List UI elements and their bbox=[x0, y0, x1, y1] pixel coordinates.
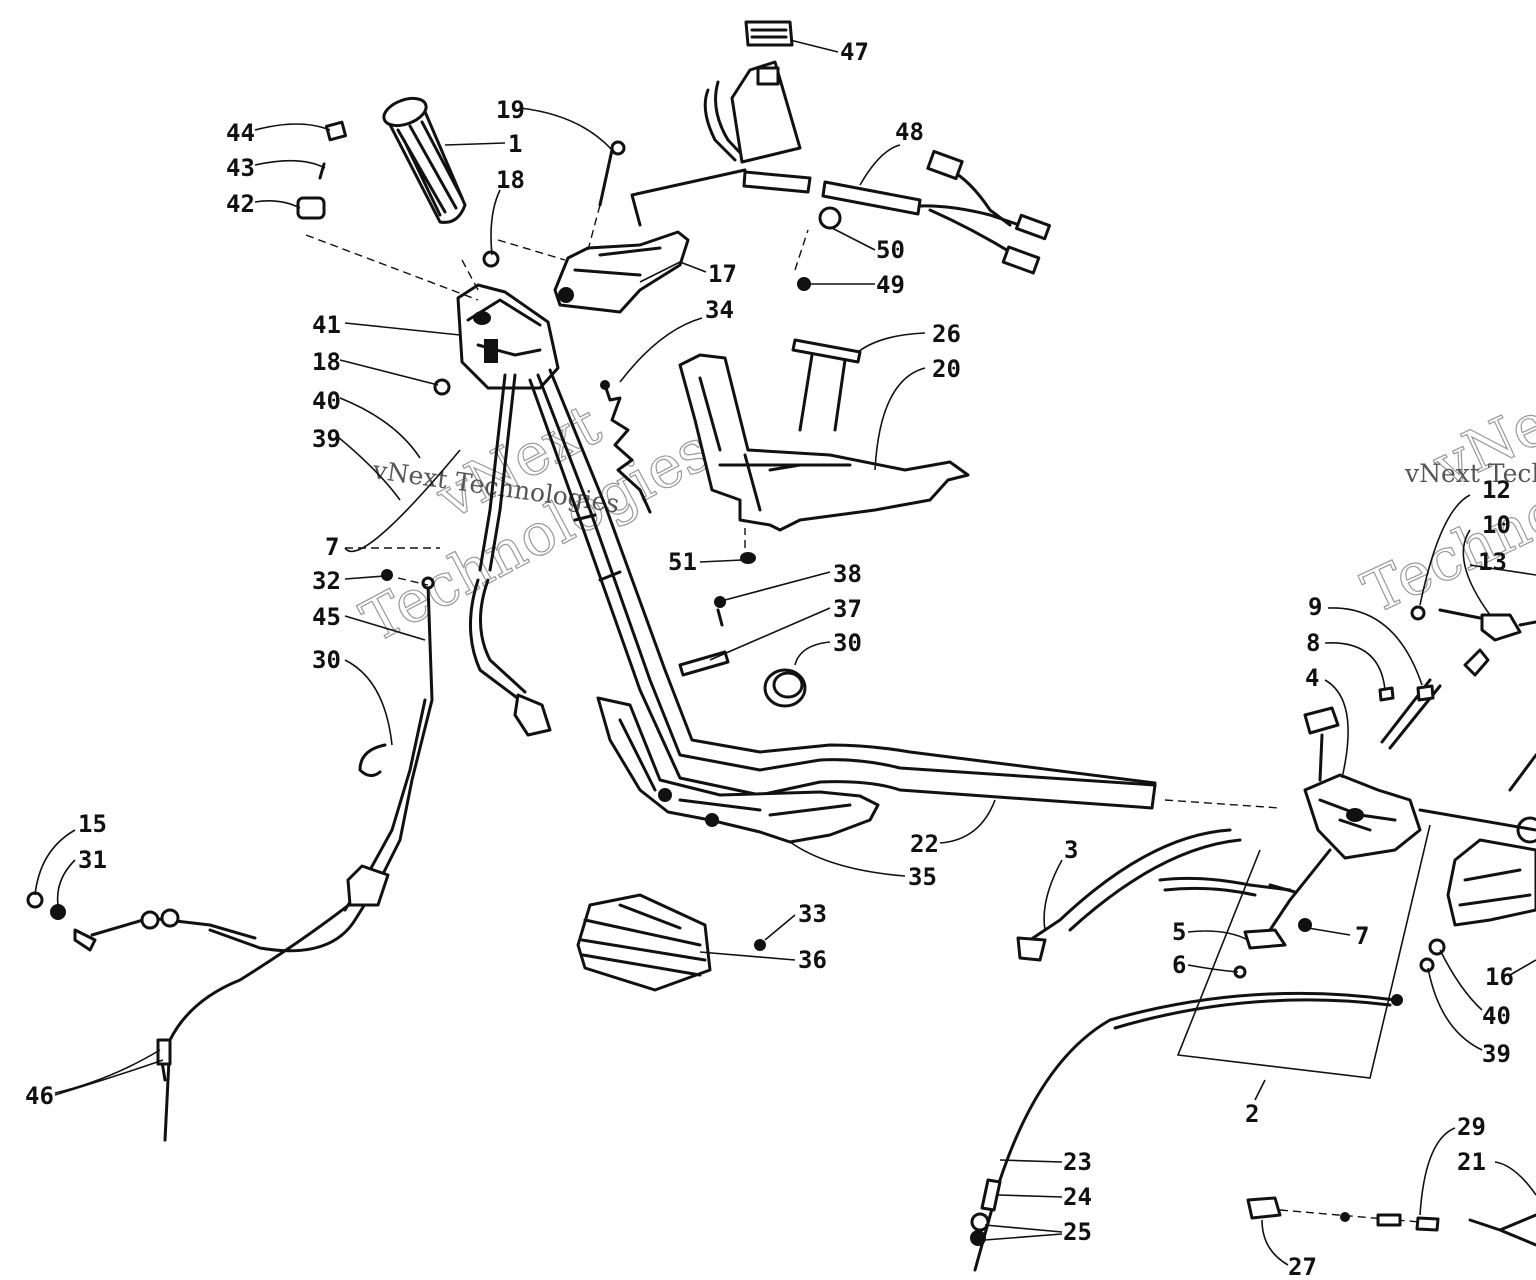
callout-30-left: 30 bbox=[312, 646, 341, 674]
part-wiring-harness bbox=[742, 149, 1051, 291]
callout-30-right: 30 bbox=[833, 629, 862, 657]
callout-27: 27 bbox=[1288, 1253, 1317, 1280]
callout-18-left: 18 bbox=[312, 348, 341, 376]
callout-32: 32 bbox=[312, 567, 341, 595]
callout-9: 9 bbox=[1308, 593, 1322, 621]
callout-46: 46 bbox=[25, 1082, 54, 1110]
part-switch-housing bbox=[1016, 648, 1536, 979]
callout-21: 21 bbox=[1457, 1148, 1486, 1176]
part-throttle-housing bbox=[433, 250, 560, 396]
callout-39-left: 39 bbox=[312, 425, 341, 453]
callout-37: 37 bbox=[833, 595, 862, 623]
callout-13: 13 bbox=[1478, 548, 1507, 576]
callout-25: 25 bbox=[1063, 1218, 1092, 1246]
callout-23: 23 bbox=[1063, 1148, 1092, 1176]
part-bracket bbox=[553, 140, 690, 314]
callout-44: 44 bbox=[226, 119, 255, 147]
callout-labels: 1 2 3 4 5 6 7 7 8 9 10 12 13 15 16 17 18… bbox=[25, 38, 1514, 1280]
callout-36: 36 bbox=[798, 946, 827, 974]
callout-43: 43 bbox=[226, 154, 255, 182]
callout-10: 10 bbox=[1482, 511, 1511, 539]
part-brake-cable-left bbox=[26, 569, 435, 1142]
part-mount-bracket bbox=[678, 338, 970, 564]
callout-7-left: 7 bbox=[325, 533, 339, 561]
callout-35: 35 bbox=[908, 863, 937, 891]
callout-15: 15 bbox=[78, 810, 107, 838]
callout-12: 12 bbox=[1482, 476, 1511, 504]
callout-7-right: 7 bbox=[1355, 922, 1369, 950]
part-decal bbox=[744, 20, 794, 47]
callout-1: 1 bbox=[508, 130, 522, 158]
callout-29: 29 bbox=[1457, 1113, 1486, 1141]
callout-20: 20 bbox=[932, 355, 961, 383]
callout-17: 17 bbox=[708, 260, 737, 288]
callout-34: 34 bbox=[705, 296, 734, 324]
callout-2: 2 bbox=[1245, 1100, 1259, 1128]
callout-39-right: 39 bbox=[1482, 1040, 1511, 1068]
part-throttle-screw-set bbox=[296, 120, 348, 220]
part-box bbox=[576, 893, 766, 992]
callout-26: 26 bbox=[932, 320, 961, 348]
callout-31: 31 bbox=[78, 846, 107, 874]
part-right-lever-set bbox=[1410, 605, 1536, 973]
callout-8: 8 bbox=[1306, 629, 1320, 657]
callout-4: 4 bbox=[1305, 664, 1319, 692]
part-plate bbox=[1176, 824, 1431, 1079]
part-handlebar bbox=[528, 368, 1157, 810]
part-spring bbox=[600, 380, 652, 514]
part-throttle-cable bbox=[469, 373, 552, 737]
callout-18-top: 18 bbox=[496, 166, 525, 194]
callout-40-right: 40 bbox=[1482, 1002, 1511, 1030]
part-handlebar-riser bbox=[596, 696, 880, 844]
callout-42: 42 bbox=[226, 190, 255, 218]
callout-38: 38 bbox=[833, 560, 862, 588]
callout-6: 6 bbox=[1172, 951, 1186, 979]
callout-50: 50 bbox=[876, 236, 905, 264]
callout-5: 5 bbox=[1172, 918, 1186, 946]
callout-40-left: 40 bbox=[312, 387, 341, 415]
part-grip bbox=[382, 96, 467, 224]
watermark-small-text-right: vNext Technologies bbox=[1404, 459, 1536, 488]
leader-lines bbox=[34, 39, 1536, 1266]
part-link-bolt-clip bbox=[678, 596, 807, 708]
part-brake-cable-right bbox=[970, 991, 1403, 1272]
part-heater-wire-set bbox=[1246, 1196, 1536, 1247]
watermark-left: vNext Technologies vNext Technologies bbox=[350, 390, 722, 657]
callout-33: 33 bbox=[798, 900, 827, 928]
callout-41: 41 bbox=[312, 311, 341, 339]
callout-45: 45 bbox=[312, 603, 341, 631]
callout-22: 22 bbox=[910, 830, 939, 858]
callout-47: 47 bbox=[840, 38, 869, 66]
part-throttle-cable-upper bbox=[630, 60, 802, 227]
callout-16: 16 bbox=[1485, 963, 1514, 991]
callout-48: 48 bbox=[895, 118, 924, 146]
callout-19: 19 bbox=[496, 96, 525, 124]
callout-24: 24 bbox=[1063, 1183, 1092, 1211]
callout-3: 3 bbox=[1064, 836, 1078, 864]
callout-49: 49 bbox=[876, 271, 905, 299]
callout-51: 51 bbox=[668, 548, 697, 576]
assembly-dash-lines bbox=[305, 204, 1281, 809]
